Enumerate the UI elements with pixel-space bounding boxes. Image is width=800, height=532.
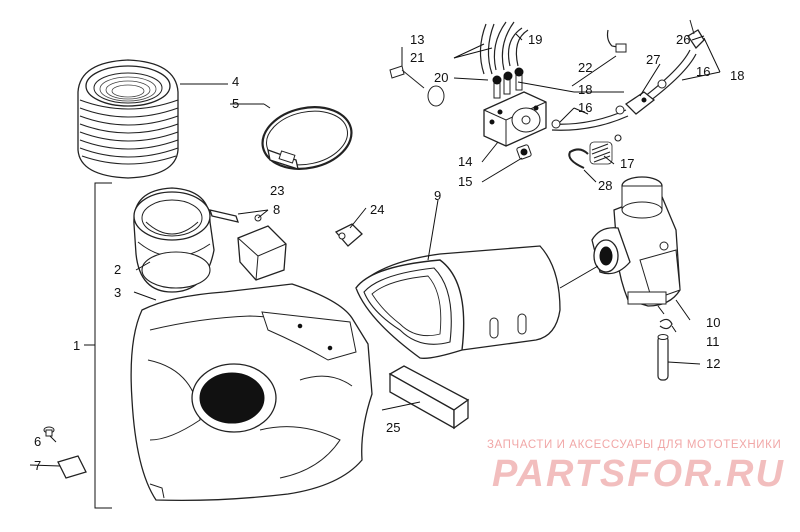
partsfor-logo: PARTSFOR.RU bbox=[492, 453, 785, 495]
callout-7: 7 bbox=[34, 458, 41, 473]
watermark-tagline: ЗАПЧАСТИ И АКСЕССУАРЫ ДЛЯ МОТОТЕХНИКИ bbox=[487, 439, 782, 451]
snap-ring bbox=[568, 148, 589, 169]
callout-5: 5 bbox=[232, 96, 239, 111]
spring bbox=[589, 134, 622, 165]
filter-boot bbox=[355, 245, 561, 359]
callout-12: 12 bbox=[706, 356, 720, 371]
callout-11: 11 bbox=[706, 334, 720, 349]
callout-17: 17 bbox=[620, 156, 634, 171]
callout-22: 22 bbox=[578, 60, 592, 75]
fuel-pump bbox=[483, 67, 547, 147]
hose-clamp bbox=[261, 106, 353, 170]
callout-2: 2 bbox=[114, 262, 121, 277]
callout-16b: 16 bbox=[696, 64, 710, 79]
callout-28: 28 bbox=[598, 178, 612, 193]
callout-26: 26 bbox=[676, 32, 690, 47]
carburetor bbox=[591, 176, 681, 315]
callout-3: 3 bbox=[114, 285, 121, 300]
callout-9: 9 bbox=[434, 188, 441, 203]
callout-13: 13 bbox=[410, 32, 424, 47]
callout-24: 24 bbox=[370, 202, 384, 217]
plate bbox=[57, 455, 87, 479]
retainer-clip bbox=[334, 223, 363, 247]
callout-21: 21 bbox=[410, 50, 424, 65]
callout-23: 23 bbox=[270, 183, 284, 198]
mounting-screw bbox=[389, 65, 445, 107]
callout-18a: 18 bbox=[578, 82, 592, 97]
hose-clamps bbox=[551, 79, 667, 129]
callout-1: 1 bbox=[73, 338, 80, 353]
callout-14: 14 bbox=[458, 154, 472, 169]
clip bbox=[659, 318, 673, 330]
callout-16a: 16 bbox=[578, 100, 592, 115]
leader-lines bbox=[29, 33, 721, 467]
callout-25: 25 bbox=[386, 420, 400, 435]
screw bbox=[43, 426, 55, 437]
svg-text:PARTSFOR.RU: PARTSFOR.RU bbox=[492, 453, 785, 495]
callout-4: 4 bbox=[232, 74, 239, 89]
callout-10: 10 bbox=[706, 315, 720, 330]
vent-hoses bbox=[479, 21, 529, 75]
foam-filter-block bbox=[388, 365, 470, 430]
mounting-bracket bbox=[237, 214, 287, 281]
callout-8: 8 bbox=[273, 202, 280, 217]
drain-tube bbox=[657, 334, 669, 381]
strap bbox=[209, 209, 239, 223]
tie-clip bbox=[606, 29, 627, 53]
fuel-line bbox=[551, 49, 697, 131]
callout-27: 27 bbox=[646, 52, 660, 67]
callout-19: 19 bbox=[528, 32, 542, 47]
callout-18b: 18 bbox=[730, 68, 744, 83]
intake-adapter bbox=[133, 187, 215, 293]
bellows-boot bbox=[77, 59, 179, 179]
inline-fuel-filter bbox=[624, 91, 656, 115]
callout-15: 15 bbox=[458, 174, 472, 189]
callout-6: 6 bbox=[34, 434, 41, 449]
callout-20: 20 bbox=[434, 70, 448, 85]
airbox-housing bbox=[130, 283, 373, 502]
assembly-bracket bbox=[94, 182, 112, 509]
fitting bbox=[516, 144, 532, 160]
